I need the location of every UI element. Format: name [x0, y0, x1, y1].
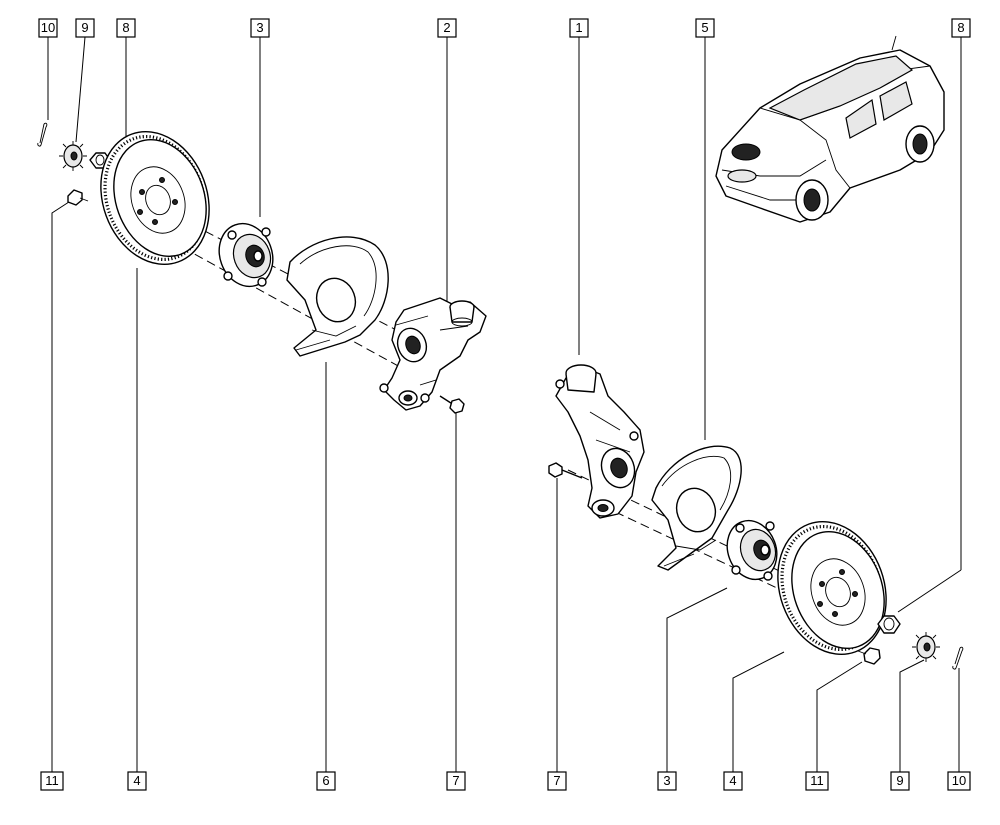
callout-4-bottom-left: 4 — [127, 771, 147, 791]
hub-nut-right — [877, 615, 901, 634]
split-pin-right — [952, 646, 964, 670]
vehicle-locator-illustration — [715, 35, 945, 223]
svg-text:11: 11 — [810, 773, 824, 788]
svg-text:9: 9 — [81, 20, 88, 35]
svg-text:8: 8 — [957, 20, 964, 35]
callout-7-bottom-left: 7 — [446, 771, 466, 791]
svg-text:3: 3 — [256, 20, 263, 35]
callout-2-top: 2 — [437, 18, 457, 38]
brake-disc-right — [777, 520, 887, 656]
svg-text:11: 11 — [45, 773, 59, 788]
leader-lines — [47, 36, 962, 772]
svg-text:7: 7 — [553, 773, 560, 788]
hub-bearing-right — [726, 519, 778, 581]
svg-text:5: 5 — [701, 20, 708, 35]
split-pin-left — [37, 122, 48, 147]
svg-text:3: 3 — [663, 773, 670, 788]
svg-text:4: 4 — [133, 773, 140, 788]
castle-nut-left — [59, 141, 87, 171]
callout-10-bottom-right: 10 — [947, 771, 971, 791]
callout-9-top-left: 9 — [75, 18, 95, 38]
castle-nut-right — [912, 632, 940, 662]
dust-shield-left — [286, 236, 389, 357]
callout-6-bottom: 6 — [316, 771, 336, 791]
callout-7-bottom-right: 7 — [547, 771, 567, 791]
svg-text:2: 2 — [443, 20, 450, 35]
disc-screw-left — [67, 189, 89, 206]
svg-text:10: 10 — [952, 773, 966, 788]
callout-5-top: 5 — [695, 18, 715, 38]
hub-bearing-left — [218, 222, 274, 288]
svg-text:9: 9 — [896, 773, 903, 788]
callout-11-bottom-right: 11 — [805, 771, 829, 791]
callout-11-bottom-left: 11 — [40, 771, 64, 791]
callout-8-top-right: 8 — [951, 18, 971, 38]
svg-text:4: 4 — [729, 773, 736, 788]
svg-text:8: 8 — [122, 20, 129, 35]
svg-text:7: 7 — [452, 773, 459, 788]
disc-screw-right — [857, 647, 881, 665]
dust-shield-right — [651, 445, 742, 571]
brake-disc-left — [100, 130, 210, 266]
svg-text:6: 6 — [322, 773, 329, 788]
callout-10-top-left: 10 — [38, 18, 58, 38]
callout-8-top-left: 8 — [116, 18, 136, 38]
callout-4-bottom-right: 4 — [723, 771, 743, 791]
svg-text:10: 10 — [41, 20, 55, 35]
callout-1-top: 1 — [569, 18, 589, 38]
knuckle-bolt-right — [548, 462, 583, 479]
knuckle-bolt-left — [439, 395, 465, 414]
callout-3-bottom: 3 — [657, 771, 677, 791]
steering-knuckle-right — [555, 364, 645, 519]
steering-knuckle-left — [379, 297, 487, 411]
callout-9-bottom-right: 9 — [890, 771, 910, 791]
svg-text:1: 1 — [575, 20, 582, 35]
callout-3-top: 3 — [250, 18, 270, 38]
